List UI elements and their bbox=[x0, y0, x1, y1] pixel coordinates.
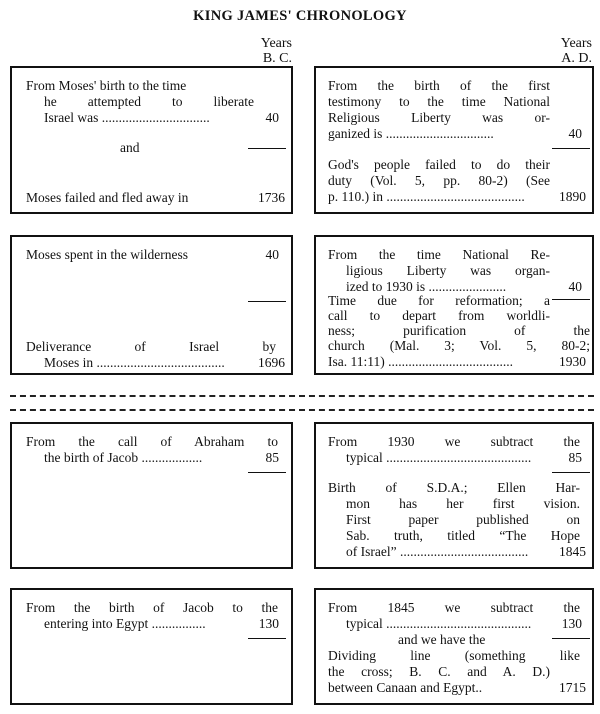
text-line: Sab. truth, titled “The Hope bbox=[346, 528, 580, 543]
text-line: ligious Liberty was organ- bbox=[346, 263, 550, 278]
text-line: First paper published on bbox=[346, 512, 580, 527]
year-value: 1696 bbox=[258, 355, 285, 370]
text-line: Birth of S.D.A.; Ellen Har- bbox=[328, 480, 580, 495]
text-line: From 1845 we subtract the bbox=[328, 600, 580, 615]
moses-birth-box: From Moses' birth to the time he attempt… bbox=[10, 66, 293, 214]
text-line: ness; purification of the bbox=[328, 323, 590, 338]
text-line: typical ................................… bbox=[346, 450, 532, 465]
text-line: he attempted to liberate bbox=[44, 94, 254, 109]
text-line: Deliverance of Israel by bbox=[26, 339, 276, 354]
text-line: Moses failed and fled away in bbox=[26, 190, 189, 205]
jacob-egypt-box: From the birth of Jacob to the entering … bbox=[10, 588, 293, 705]
text-line: and we have the bbox=[398, 632, 486, 647]
years-value: 85 bbox=[568, 450, 583, 465]
right-header-line1: Years bbox=[560, 36, 592, 51]
text-line: the birth of Jacob .................. bbox=[44, 450, 203, 465]
left-header-line1: Years bbox=[260, 36, 292, 51]
right-header-line2: A. D. bbox=[561, 51, 592, 66]
text-line: p. 110.) in ............................… bbox=[328, 189, 525, 204]
year-value: 1890 bbox=[559, 189, 586, 204]
text-line: From Moses' birth to the time bbox=[26, 78, 187, 93]
wilderness-box: Moses spent in the wilderness 40 Deliver… bbox=[10, 235, 293, 375]
text-line: Moses spent in the wilderness bbox=[26, 247, 188, 262]
text-line: Israel was .............................… bbox=[44, 110, 210, 125]
sum-rule bbox=[552, 472, 590, 473]
dashed-separator bbox=[10, 395, 594, 397]
years-value: 85 bbox=[265, 450, 280, 465]
dashed-separator bbox=[10, 409, 594, 411]
years-value: 40 bbox=[265, 110, 280, 125]
text-line: duty (Vol. 5, pp. 80-2) (See bbox=[328, 173, 550, 188]
dividing-line-box: From 1845 we subtract the typical ......… bbox=[314, 588, 594, 705]
year-value: 1736 bbox=[258, 190, 285, 205]
year-value: 1845 bbox=[559, 544, 586, 559]
text-line: From the birth of Jacob to the bbox=[26, 600, 278, 615]
text-line: church (Mal. 3; Vol. 5, 80-2; bbox=[328, 338, 590, 353]
text-line: of Israel” .............................… bbox=[346, 544, 529, 559]
right-years-header: Years A. D. bbox=[540, 36, 592, 66]
text-line: between Canaan and Egypt.. bbox=[328, 680, 483, 695]
sum-rule bbox=[248, 148, 286, 149]
text-line: From 1930 we subtract the bbox=[328, 434, 580, 449]
text-line: ized to 1930 is ....................... bbox=[346, 279, 507, 294]
years-value: 130 bbox=[561, 616, 582, 631]
page-title: KING JAMES' CHRONOLOGY bbox=[193, 8, 407, 24]
year-value: 1930 bbox=[559, 354, 586, 369]
connector-word: and bbox=[120, 140, 140, 155]
sum-rule bbox=[552, 638, 590, 639]
text-line: mon has her first vision. bbox=[346, 496, 580, 511]
abraham-jacob-box: From the call of Abraham to the birth of… bbox=[10, 422, 293, 569]
text-line: entering into Egypt ................ bbox=[44, 616, 206, 631]
text-line: From the time National Re- bbox=[328, 247, 550, 262]
text-line: Time due for reformation; a bbox=[328, 293, 550, 308]
left-years-header: Years B. C. bbox=[240, 36, 292, 66]
text-line: call to depart from worldli- bbox=[328, 308, 550, 323]
sda-birth-box: From 1930 we subtract the typical ......… bbox=[314, 422, 594, 569]
text-line: From the birth of the first bbox=[328, 78, 550, 93]
text-line: Religious Liberty was or- bbox=[328, 110, 550, 125]
text-line: Dividing line (something like bbox=[328, 648, 580, 663]
text-line: ganized is .............................… bbox=[328, 126, 494, 141]
years-value: 40 bbox=[568, 279, 583, 294]
text-line: Isa. 11:11) ............................… bbox=[328, 354, 513, 369]
years-value: 40 bbox=[265, 247, 280, 262]
years-value: 130 bbox=[258, 616, 279, 631]
text-line: Moses in ...............................… bbox=[44, 355, 225, 370]
sum-rule bbox=[552, 148, 590, 149]
sum-rule bbox=[248, 472, 286, 473]
sum-rule bbox=[248, 301, 286, 302]
text-line: testimony to the time National bbox=[328, 94, 550, 109]
sum-rule bbox=[248, 638, 286, 639]
left-header-line2: B. C. bbox=[262, 51, 292, 66]
year-value: 1715 bbox=[559, 680, 586, 695]
reformation-box: From the time National Re- ligious Liber… bbox=[314, 235, 594, 375]
years-value: 40 bbox=[568, 126, 583, 141]
text-line: From the call of Abraham to bbox=[26, 434, 278, 449]
text-line: typical ................................… bbox=[346, 616, 532, 631]
text-line: God's people failed to do their bbox=[328, 157, 550, 172]
sum-rule bbox=[552, 299, 590, 300]
national-liberty-box: From the birth of the first testimony to… bbox=[314, 66, 594, 214]
text-line: the cross; B. C. and A. D.) bbox=[328, 664, 550, 679]
